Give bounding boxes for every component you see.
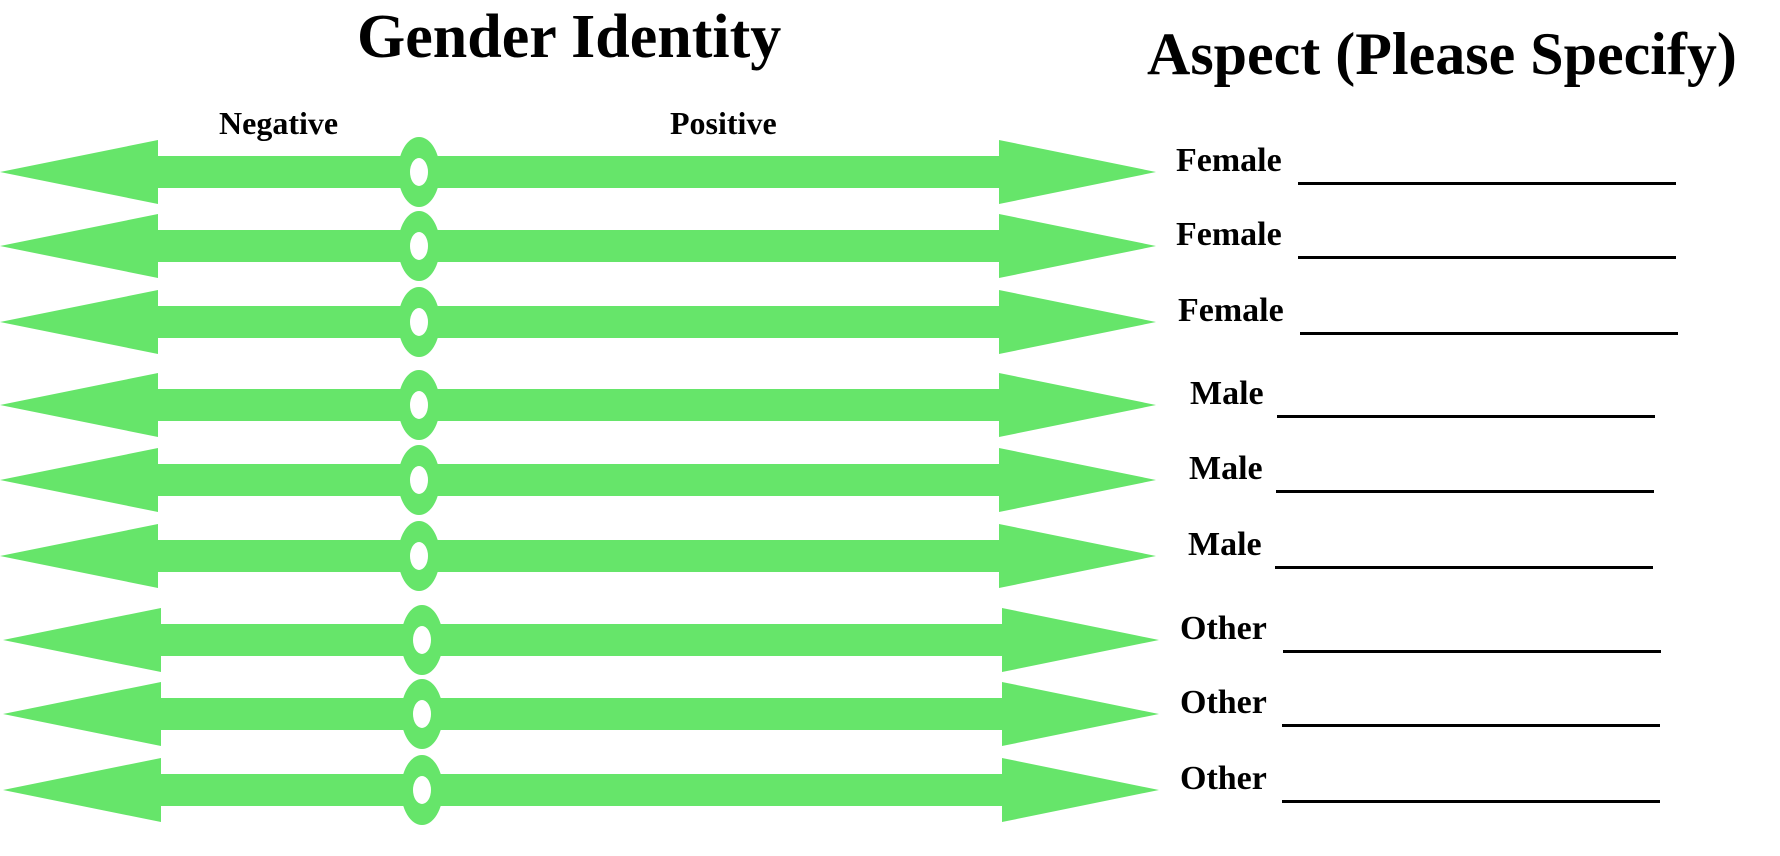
- negative-arrow: [0, 140, 405, 204]
- negative-arrow: [0, 373, 405, 437]
- double-arrow-scale: [3, 605, 1159, 675]
- center-knob-hole: [410, 308, 428, 336]
- aspect-row-label: Female: [1176, 142, 1282, 179]
- aspect-row-label: Female: [1176, 216, 1282, 253]
- negative-arrow: [0, 448, 405, 512]
- positive-arrow: [433, 758, 1159, 822]
- double-arrow-scale: [0, 521, 1156, 591]
- aspect-blank-line[interactable]: [1300, 332, 1678, 335]
- double-arrow-scale: [3, 679, 1159, 749]
- aspect-row-label: Male: [1189, 450, 1263, 487]
- positive-label: Positive: [670, 105, 777, 141]
- aspect-blank-line[interactable]: [1283, 650, 1661, 653]
- positive-arrow: [430, 290, 1156, 354]
- aspect-row-label: Male: [1190, 375, 1264, 412]
- double-arrow-scale: [0, 211, 1156, 281]
- scale-title: Gender Identity: [357, 3, 782, 71]
- positive-arrow: [430, 214, 1156, 278]
- center-knob-hole: [410, 391, 428, 419]
- center-knob-hole: [410, 542, 428, 570]
- double-arrow-scale: [0, 287, 1156, 357]
- aspect-row-label: Other: [1180, 610, 1267, 647]
- negative-arrow: [0, 524, 405, 588]
- center-knob-hole: [410, 232, 428, 260]
- aspect-row-label: Female: [1178, 292, 1284, 329]
- aspect-blank-line[interactable]: [1275, 566, 1653, 569]
- positive-arrow: [430, 524, 1156, 588]
- double-arrow-scale: [0, 370, 1156, 440]
- aspect-blank-line[interactable]: [1282, 800, 1660, 803]
- center-knob-hole: [413, 700, 431, 728]
- positive-arrow: [430, 448, 1156, 512]
- arrow-scales: [0, 137, 1159, 825]
- aspect-blank-line[interactable]: [1282, 724, 1660, 727]
- aspect-title: Aspect (Please Specify): [1147, 21, 1737, 87]
- aspect-row-label: Male: [1188, 526, 1262, 563]
- negative-label: Negative: [219, 105, 339, 141]
- negative-arrow: [3, 758, 408, 822]
- aspect-blank-line[interactable]: [1298, 256, 1676, 259]
- positive-arrow: [433, 682, 1159, 746]
- aspect-row-label: Other: [1180, 684, 1267, 721]
- double-arrow-scale: [0, 137, 1156, 207]
- center-knob-hole: [413, 776, 431, 804]
- double-arrow-scale: [0, 445, 1156, 515]
- center-knob-hole: [410, 158, 428, 186]
- aspect-blank-line[interactable]: [1276, 490, 1654, 493]
- negative-arrow: [3, 682, 408, 746]
- negative-arrow: [0, 214, 405, 278]
- aspect-row-label: Other: [1180, 760, 1267, 797]
- aspect-blank-line[interactable]: [1277, 415, 1655, 418]
- center-knob-hole: [410, 466, 428, 494]
- aspect-blank-line[interactable]: [1298, 182, 1676, 185]
- positive-arrow: [430, 373, 1156, 437]
- negative-arrow: [0, 290, 405, 354]
- center-knob-hole: [413, 626, 431, 654]
- positive-arrow: [433, 608, 1159, 672]
- double-arrow-scale: [3, 755, 1159, 825]
- negative-arrow: [3, 608, 408, 672]
- positive-arrow: [430, 140, 1156, 204]
